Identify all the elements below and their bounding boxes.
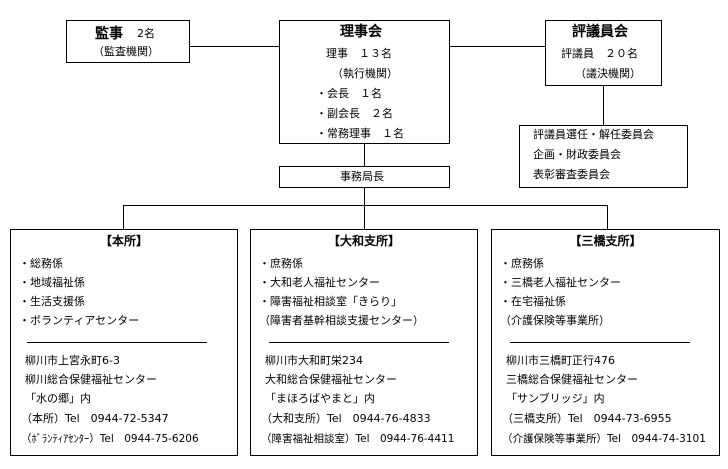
office-mitsuhashi-title: 【三橋支所】 — [569, 234, 642, 248]
office-main-box: 【本所】 ・総務係 ・地域福祉係 ・生活支援係 ・ボランティアセンター 柳川市上… — [10, 229, 238, 456]
committee-item: 企画・財政委員会 — [533, 148, 621, 161]
office-yamato-divider — [269, 342, 449, 343]
committee-item: 評議員選任・解任委員会 — [533, 128, 654, 141]
council-count: 評議員 ２０名 — [561, 47, 638, 60]
office-yamato-address: （大和支所）Tel 0944-76-4833 — [261, 412, 431, 425]
committees-box: 評議員選任・解任委員会 企画・財政委員会 表彰審査委員会 — [519, 125, 688, 188]
office-mitsuhashi-item: ・在宅福祉係 — [500, 295, 566, 308]
office-main-divider — [27, 342, 207, 343]
connector-secretariat-branch — [364, 188, 365, 206]
secretariat-label: 事務局長 — [340, 170, 384, 183]
office-main-item: ・ボランティアセンター — [19, 314, 140, 327]
office-main-address: 柳川市上宮永町6-3 — [25, 354, 120, 367]
office-main-address: （ﾎﾞﾗﾝﾃｨｱｾﾝﾀｰ）Tel 0944-75-6206 — [21, 433, 199, 445]
auditor-box: 監事 2名 （監査機関） — [66, 20, 190, 63]
connector-branch-yamato — [364, 205, 365, 229]
office-yamato-box: 【大和支所】 ・庶務係 ・大和老人福祉センター ・障害福祉相談室「きらり」 （障… — [250, 229, 478, 456]
auditor-count: 2名 — [137, 27, 155, 40]
office-main-item: ・生活支援係 — [19, 295, 85, 308]
office-mitsuhashi-item: （介護保険等事業所） — [500, 314, 610, 327]
office-mitsuhashi-box: 【三橋支所】 ・庶務係 ・三橋老人福祉センター ・在宅福祉係 （介護保険等事業所… — [491, 229, 720, 456]
office-mitsuhashi-item: ・庶務係 — [500, 257, 544, 270]
connector-branch-main — [123, 205, 124, 229]
council-role: （議決機関） — [575, 67, 641, 80]
office-main-address: （本所）Tel 0944-72-5347 — [21, 412, 169, 425]
connector-branch-h — [123, 205, 607, 206]
office-yamato-address: 柳川市大和町栄234 — [265, 354, 363, 367]
office-mitsuhashi-address: 三橋総合保健福祉センター — [506, 373, 638, 386]
office-mitsuhashi-address: 「サンブリッジ」内 — [506, 392, 605, 405]
office-yamato-title: 【大和支所】 — [327, 234, 400, 248]
secretariat-box: 事務局長 — [279, 166, 450, 188]
connector-branch-mitsuhashi — [607, 205, 608, 229]
board-title: 理事会 — [340, 24, 382, 40]
office-yamato-item: ・障害福祉相談室「きらり」 — [259, 295, 402, 308]
office-mitsuhashi-divider — [510, 342, 690, 343]
board-member: ・常務理事 １名 — [316, 127, 404, 140]
office-yamato-item: （障害者基幹相談支援センター） — [259, 314, 424, 327]
auditor-title: 監事 — [95, 26, 123, 42]
office-main-address: 「水の郷」内 — [25, 392, 91, 405]
office-main-title: 【本所】 — [99, 234, 148, 248]
council-title: 評議員会 — [572, 24, 628, 40]
office-yamato-address: 「まほろばやまと」内 — [265, 392, 375, 405]
connector-board-council — [450, 46, 545, 47]
board-box: 理事会 理事 １３名 （執行機関） ・会長 １名 ・副会長 ２名 ・常務理事 １… — [279, 20, 450, 144]
connector-auditor-board — [190, 46, 279, 47]
office-mitsuhashi-item: ・三橋老人福祉センター — [500, 276, 621, 289]
office-main-item: ・地域福祉係 — [19, 276, 85, 289]
office-mitsuhashi-address: （介護保険等事業所）Tel 0944-74-3101 — [502, 433, 706, 445]
council-box: 評議員会 評議員 ２０名 （議決機関） — [545, 20, 662, 86]
committee-item: 表彰審査委員会 — [533, 168, 610, 181]
office-mitsuhashi-address: 柳川市三橋町正行476 — [506, 354, 615, 367]
office-yamato-item: ・大和老人福祉センター — [259, 276, 380, 289]
auditor-role: （監査機関） — [93, 45, 159, 58]
office-yamato-item: ・庶務係 — [259, 257, 303, 270]
office-yamato-address: 大和総合保健福祉センター — [265, 373, 397, 386]
office-main-address: 柳川総合保健福祉センター — [25, 373, 157, 386]
office-main-item: ・総務係 — [19, 257, 63, 270]
office-yamato-address: （障害福祉相談室）Tel 0944-76-4411 — [261, 433, 455, 445]
board-role: （執行機関） — [332, 67, 398, 80]
board-member: ・会長 １名 — [316, 87, 382, 100]
board-count: 理事 １３名 — [326, 47, 392, 60]
board-member: ・副会長 ２名 — [316, 107, 393, 120]
office-mitsuhashi-address: （三橋支所）Tel 0944-73-6955 — [502, 412, 672, 425]
connector-board-secretariat — [364, 144, 365, 166]
connector-council-committees-v — [603, 86, 604, 126]
